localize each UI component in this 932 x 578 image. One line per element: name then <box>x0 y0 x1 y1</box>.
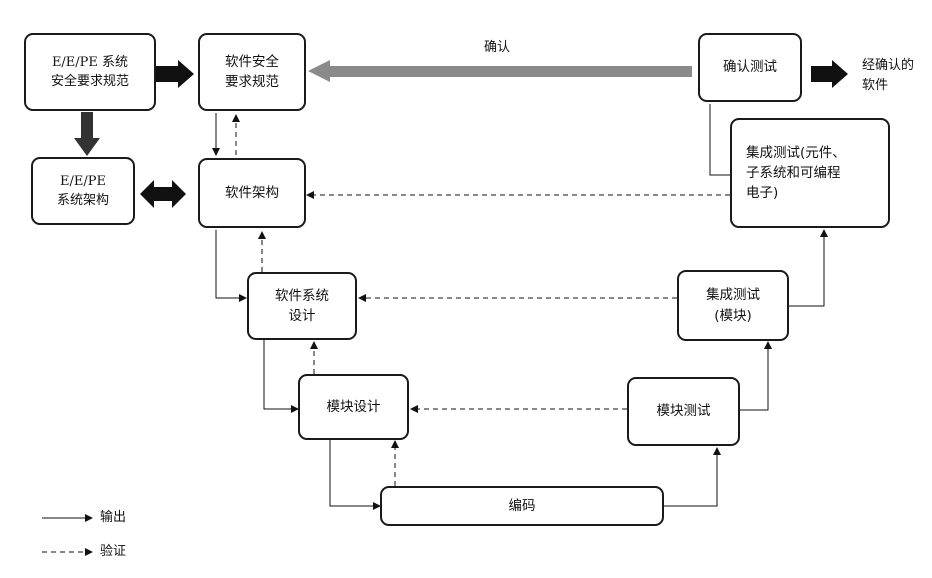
integration-test-system-box: 集成测试(元件、 子系统和可编程 电子) <box>730 118 890 228</box>
arrow-validated-software <box>811 60 848 88</box>
flow-arch-to-sysdesign <box>215 230 247 302</box>
legend-output-label: 输出 <box>100 510 127 525</box>
legend-verification-label: 验证 <box>100 544 127 559</box>
sw-safety-spec-box: 软件安全 要求规范 <box>198 33 306 111</box>
sw-system-design-box: 软件系统 设计 <box>247 272 357 340</box>
arrow-double-arch <box>140 180 186 208</box>
coding-box: 编码 <box>380 486 664 526</box>
validation-test-box: 确认测试 <box>698 33 802 102</box>
validation-label: 确认 <box>484 40 511 55</box>
flow-coding-to-modtest <box>664 447 721 507</box>
flow-inttest-to-systest <box>789 229 828 307</box>
flow-modtest-to-inttest <box>740 341 772 411</box>
arrow-spec-to-sw-spec <box>156 60 194 88</box>
flow-moddesign-to-coding <box>329 440 381 510</box>
arrow-spec-to-arch <box>74 112 100 156</box>
module-design-box: 模块设计 <box>298 374 409 440</box>
ee-pe-architecture-box: E/E/PE 系统架构 <box>31 157 135 225</box>
sw-architecture-box: 软件架构 <box>198 158 306 228</box>
flow-systest-to-validation <box>709 104 731 176</box>
ee-pe-safety-spec-box: E/E/PE 系统 安全要求规范 <box>24 33 156 111</box>
integration-test-module-box: 集成测试 (模块) <box>677 270 789 341</box>
flow-sysdesign-to-moddesign <box>263 340 299 413</box>
module-test-box: 模块测试 <box>627 377 740 446</box>
arrow-validation <box>308 60 692 82</box>
validated-software-label: 经确认的 软件 <box>862 58 915 93</box>
